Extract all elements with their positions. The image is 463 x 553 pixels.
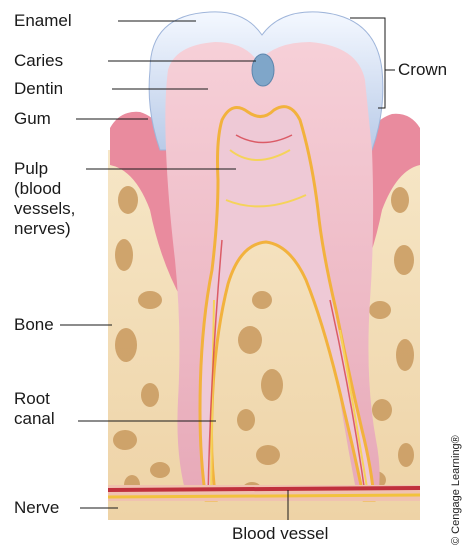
label-bone: Bone bbox=[14, 315, 54, 335]
label-pulp-line2: (blood bbox=[14, 179, 75, 199]
label-crown: Crown bbox=[398, 60, 447, 80]
label-pulp-line3: vessels, bbox=[14, 199, 75, 219]
label-root-canal-line1: Root bbox=[14, 389, 55, 409]
label-pulp-line4: nerves) bbox=[14, 219, 75, 239]
label-pulp-line1: Pulp bbox=[14, 159, 75, 179]
label-caries: Caries bbox=[14, 51, 63, 71]
label-root-canal: Root canal bbox=[14, 389, 55, 429]
base-nerve bbox=[108, 495, 420, 497]
label-root-canal-line2: canal bbox=[14, 409, 55, 429]
label-blood-vessel: Blood vessel bbox=[232, 524, 328, 544]
label-pulp: Pulp (blood vessels, nerves) bbox=[14, 159, 75, 239]
label-dentin: Dentin bbox=[14, 79, 63, 99]
copyright-credit: © Cengage Learning® bbox=[450, 435, 462, 545]
caries bbox=[252, 54, 274, 86]
base-blood-vessel bbox=[108, 488, 420, 490]
label-gum: Gum bbox=[14, 109, 51, 129]
label-nerve: Nerve bbox=[14, 498, 59, 518]
label-enamel: Enamel bbox=[14, 11, 72, 31]
